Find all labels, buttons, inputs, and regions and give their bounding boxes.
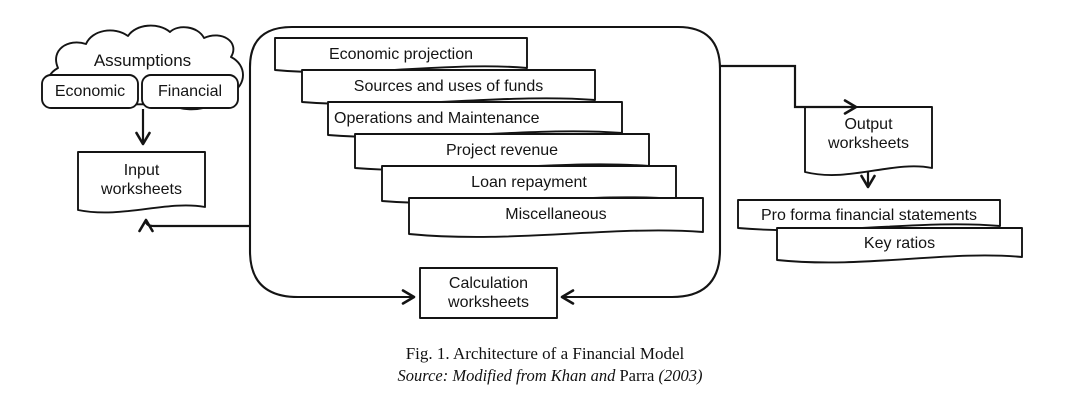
figure-caption: Fig. 1. Architecture of a Financial Mode… (405, 344, 685, 363)
stack-doc-economic-projection (274, 37, 528, 74)
stack-label-project-revenue: Project revenue (445, 141, 559, 159)
financial-box (141, 74, 239, 109)
stack-label-economic-projection: Economic projection (328, 45, 474, 63)
output-worksheets-label: Output worksheets (828, 116, 909, 152)
model-container-right (292, 25, 722, 305)
key-ratios-label: Key ratios (863, 234, 936, 252)
stack-doc-miscellaneous (408, 197, 704, 238)
stack-label-miscellaneous: Miscellaneous (505, 205, 607, 223)
model-container-left (248, 25, 416, 305)
economic-label: Economic (54, 83, 126, 100)
stack-label-loan-repayment: Loan repayment (471, 173, 587, 191)
economic-box (41, 74, 139, 109)
source-suffix: (2003) (654, 366, 703, 385)
output-worksheets-doc (804, 106, 933, 176)
source-author: Parra (619, 366, 655, 385)
pro-forma-label: Pro forma financial statements (760, 206, 978, 224)
assumptions-label: Assumptions (93, 50, 192, 70)
input-worksheets-label: Input worksheets (101, 162, 182, 198)
financial-label: Financial (157, 83, 223, 100)
input-worksheets-doc (77, 151, 206, 214)
stack-label-sources-uses: Sources and uses of funds (353, 77, 544, 95)
container-to-input-arrow (138, 218, 250, 233)
stack-label-operations-maintenance: Operations and Maintenance (334, 109, 540, 127)
source-prefix: Source: Modified from Khan and (397, 366, 620, 385)
source-caption: Source: Modified from Khan and Parra (20… (300, 365, 800, 387)
pro-forma-doc (737, 199, 1001, 232)
calculation-worksheets-label: Calculation worksheets (448, 275, 529, 311)
calculation-worksheets-box (419, 267, 558, 319)
key-ratios-doc (776, 227, 1023, 264)
container-to-output-arrow (720, 64, 858, 115)
